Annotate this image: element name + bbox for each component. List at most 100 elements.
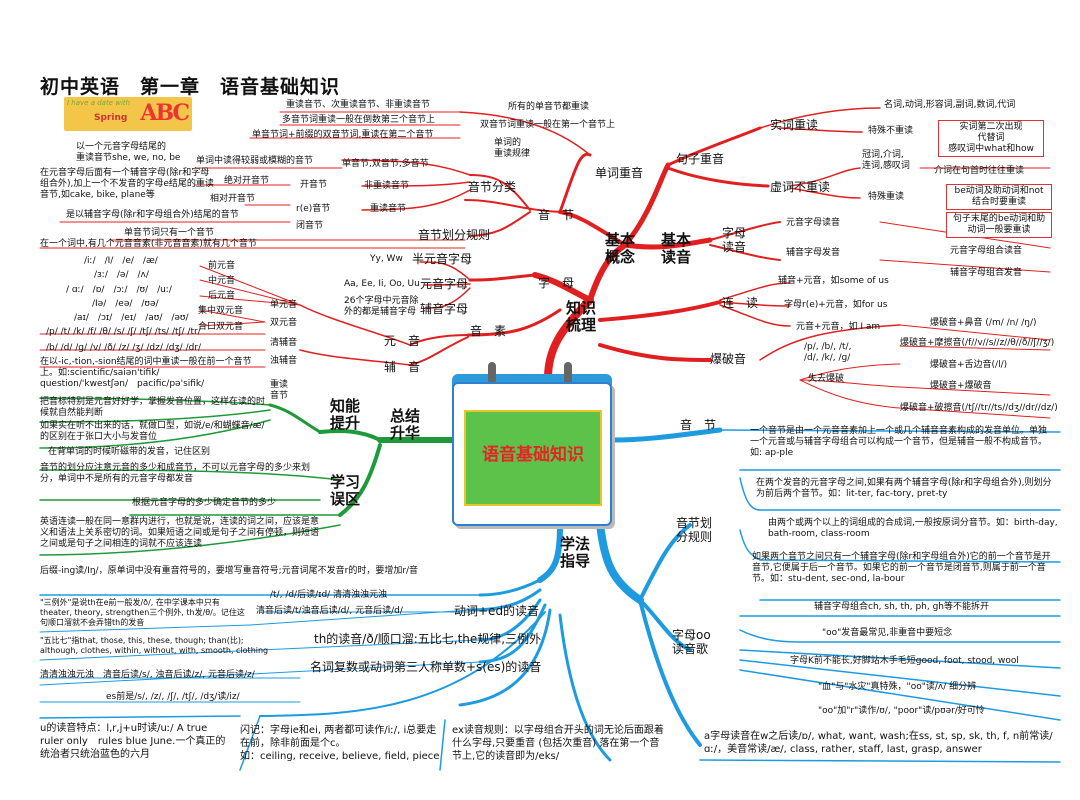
kaibi-desc: 是以辅音字母(除r和字母组合外)结尾的音节 bbox=[66, 210, 239, 220]
yuanyin-type: 合口双元音 bbox=[198, 322, 244, 332]
blue-huafen-item: 如果两个音节之间只有一个辅音字母(除r和字母组合外)它的前一个音节是开音节,它便… bbox=[752, 552, 1051, 584]
huafen-item: 单音节词只有一个音节 bbox=[124, 228, 215, 238]
th-title: th的读音/ð/顺口溜:五比七,the规律,三例外 bbox=[314, 632, 542, 646]
node-zhineng: 知能提升 bbox=[330, 397, 361, 432]
ed-title: 动词+ed的读音 bbox=[454, 604, 540, 618]
node-blue-yinjie: 音 节 bbox=[680, 418, 717, 432]
node-shiqu: 失去爆破 bbox=[808, 374, 845, 384]
node-zimu: 字 母 bbox=[538, 276, 575, 290]
ie-note: 闪记：字母ie和ei, 两者都可读作/iː/, i总要走在前，除非前面是个c。如… bbox=[240, 725, 440, 762]
zhongdu-rule: 所有的单音节都重读 bbox=[508, 102, 590, 112]
blue-huafen-item: 在两个发音的元音字母之间,如果有两个辅音字母(除r和字母组合外),则划分为前后两… bbox=[756, 478, 1052, 499]
kaibi-desc: 在元音字母后面有一个辅音字母(除r和字母组合外),加上一个不发音的字母e结尾的重… bbox=[40, 168, 214, 200]
s-title: 名词复数或动词第三人称单数+s(es)的读音 bbox=[310, 660, 542, 674]
zhineng-note: 在背单词的时候听磁带的发音，记住区别 bbox=[48, 447, 211, 457]
ipa-row: /b/ /d/ /g/ /v/ /ð/ /z/ /ʒ/ /dz/ /dʒ/ /d… bbox=[46, 343, 202, 353]
yuanyin-type: 集中双元音 bbox=[198, 306, 244, 316]
node-yinjie-fenlei: 音节分类 bbox=[468, 180, 517, 194]
node-blue-huafen: 音节划分规则 bbox=[676, 516, 713, 544]
node-baopo: 爆破音 bbox=[710, 352, 747, 366]
blue-yinjie-desc: 一个音节是由一个元音音素加上一个或几个辅音音素构成的发音单位。单独一个元音或与辅… bbox=[750, 426, 1048, 458]
node-teshu1: 特殊不重读 bbox=[868, 126, 914, 136]
zimu-duyin-item: 元音字母组合读音 bbox=[950, 246, 1023, 256]
zimu-item: 半元音字母 bbox=[412, 252, 473, 266]
ipa-row: /p/ /t/ /k/ /f/ /θ/ /s/ /ʃ/ /tʃ/ /ts/ /t… bbox=[46, 327, 201, 337]
u-note: u的读音特点：l,r,j+u时读/uː/ A true ruler only r… bbox=[40, 723, 226, 760]
zhongdu-rule-node: 单词的重读规律 bbox=[494, 138, 531, 159]
yuanyin-type: 双元音 bbox=[270, 318, 298, 328]
a-rule: a字母读音在w之后读/ɒ/, what, want, wash;在ss, st,… bbox=[704, 731, 1053, 755]
ipa-row: / ɑː/ /ɒ/ /ɔː/ /ʊ/ /uː/ bbox=[66, 285, 172, 295]
node-liandu: 连 读 bbox=[722, 296, 759, 310]
blue-huafen-item: 由两个或两个以上的词组成的合成词,一般按原词分音节。如：birth-day, b… bbox=[768, 518, 1058, 539]
ed-item: 清音后读/t/浊音后读/d/, 元音后读/d/ bbox=[256, 606, 403, 616]
teshu1-box: 实词第二次出现代替词感叹词中what和how bbox=[938, 120, 1044, 157]
s-item: es前是/s/, /z/, /ʃ/, /tʃ/, /dʒ/读/iz/ bbox=[106, 692, 240, 702]
zhineng-note: 把音标特别是元音好好学，掌握发音位置，这样在读的时候就自然能判断 bbox=[40, 397, 266, 418]
xuci-desc: 冠词,介词,连词,感叹词 bbox=[862, 150, 910, 171]
baopo-item: 爆破音+鼻音 (/m/ /n/ /ŋ/) bbox=[930, 318, 1037, 328]
baopo-item: 爆破音+破擦音(/tʃ//tr//ts//dʒ//dr//dz/) bbox=[900, 403, 1058, 413]
node-shici: 实词重读 bbox=[770, 118, 819, 132]
node-yuanyin: 元 音 bbox=[384, 334, 421, 348]
hub-jiben-gainian: 基本概念 bbox=[605, 231, 636, 266]
blue-huafen-item: 辅音字母组合ch, sh, th, ph, gh等不能拆开 bbox=[814, 602, 989, 612]
node-danci-zhongyin: 单词重音 bbox=[595, 166, 644, 180]
baopo-sounds: /p/, /b/, /t/,/d/, /k/, /g/ bbox=[804, 342, 852, 363]
hub-jiben-duyin: 基本读音 bbox=[661, 231, 692, 266]
yinjie-item: 单音节,双音节,多音节 bbox=[342, 159, 429, 169]
logo-spring: Spring bbox=[94, 113, 128, 123]
zimu-duyin-item: 辅音字母组合发音 bbox=[950, 268, 1023, 278]
ex-note: ex读音规则：以字母组合开头的词无论后面跟着什么字母,只要重音 (包括次重音) … bbox=[452, 725, 664, 762]
zimu-desc: Yy, Ww bbox=[370, 254, 403, 264]
zimu-duyin-item: 辅音字母发音 bbox=[786, 248, 841, 258]
node-yinjie-huafen: 音节划分规则 bbox=[418, 228, 491, 242]
node-juzi-zhongyin: 句子重音 bbox=[676, 152, 725, 166]
oo-item: 字母K前不能长,好脚站木手毛短good, foot, stood, wool bbox=[790, 656, 1019, 666]
zhongdu-item: 单音节词+前缀的双音节词,重读在第二个音节 bbox=[252, 130, 434, 140]
calendar-ring-icon bbox=[488, 362, 496, 384]
kaibi-item: 闭音节 bbox=[296, 221, 324, 231]
wuqu-note: 根据元音字母的多少确定音节的多少 bbox=[132, 498, 277, 508]
node-yinsu: 音 素 bbox=[470, 324, 507, 338]
ed-item: /t/, /d/后读/ɪd/ 清清浊浊元浊 bbox=[270, 590, 388, 600]
node-yinjie: 音 节 bbox=[538, 208, 575, 222]
ed-note: "三例外"是说th在e前一般发/ð/, 在中学课本中只有theater, the… bbox=[40, 598, 245, 627]
center-calendar-icon: 语音基础知识 bbox=[452, 360, 612, 526]
node-xuexi: 学习误区 bbox=[330, 473, 361, 508]
node-xuci: 虚词不重读 bbox=[770, 180, 831, 194]
hub-xuefa: 学法指导 bbox=[560, 535, 591, 570]
zimu-desc: 26个字母中元音除外的都是辅音字母 bbox=[344, 296, 419, 317]
node-zhongdu: 重读音节 bbox=[270, 380, 289, 401]
shici-desc: 名词,动词,形容词,副词,数词,代词 bbox=[884, 100, 1016, 110]
node-zimu-duyin: 字母读音 bbox=[722, 226, 747, 254]
th-note: "五比七"指that, those, this, these, though; … bbox=[40, 636, 269, 655]
baopo-item: 爆破音+爆破音 bbox=[930, 381, 992, 391]
oo-item: "血"与"水灾"真特殊，"oo"读/ʌ/ 细分辨 bbox=[818, 682, 977, 692]
zhongdu-item: 重读音节、次重读音节、非重读音节 bbox=[286, 100, 431, 110]
zimu-duyin-item: 元音字母读音 bbox=[786, 218, 841, 228]
calendar-green-panel bbox=[464, 410, 602, 506]
zimu-item: 辅音字母 bbox=[420, 302, 469, 316]
kaibi-item: 开音节 bbox=[300, 180, 328, 190]
huafen-item: 在一个词中,有几个元音音素(非元音音素)就有几个音节 bbox=[40, 239, 257, 249]
liandu-item: 字母r(e)+元音，如for us bbox=[784, 300, 888, 310]
zhongdu-item: 多音节词重读一般在倒数第三个音节上 bbox=[282, 115, 436, 125]
kaibi-item: 相对开音节 bbox=[210, 194, 256, 204]
fuyin-type: 清辅音 bbox=[270, 338, 298, 348]
oo-item: "oo"加"r"读作/ʊ/, "poor"读/pʊər/好可怜 bbox=[818, 706, 985, 716]
liandu-item: 元音+元音，如 I am bbox=[796, 322, 881, 332]
yuanyin-type: 中元音 bbox=[208, 276, 236, 286]
yinjie-item: 重读音节 bbox=[370, 204, 407, 214]
oo-item: "oo"发音最常见,非重音中要短念 bbox=[822, 628, 953, 638]
hub-zongjie: 总结升华 bbox=[390, 407, 421, 442]
fei-zhongdu-desc: 单词中读得较弱或模糊的音节 bbox=[196, 156, 314, 166]
stress-note: 在以-ic,-tion,-sion结尾的词中重读一般在前一个音节上。如:scie… bbox=[40, 357, 252, 389]
zhineng-note: 如果实在听不出来的话，就做口型，如说/e/和蝴蝶音/æ/的区别在于张口大小与发音… bbox=[40, 421, 265, 442]
node-fuyin: 辅 音 bbox=[384, 360, 421, 374]
kaibi-desc: 以一个元音字母结尾的重读音节she, we, no, be bbox=[76, 142, 181, 163]
kaibi-item: r(e)音节 bbox=[296, 204, 331, 214]
